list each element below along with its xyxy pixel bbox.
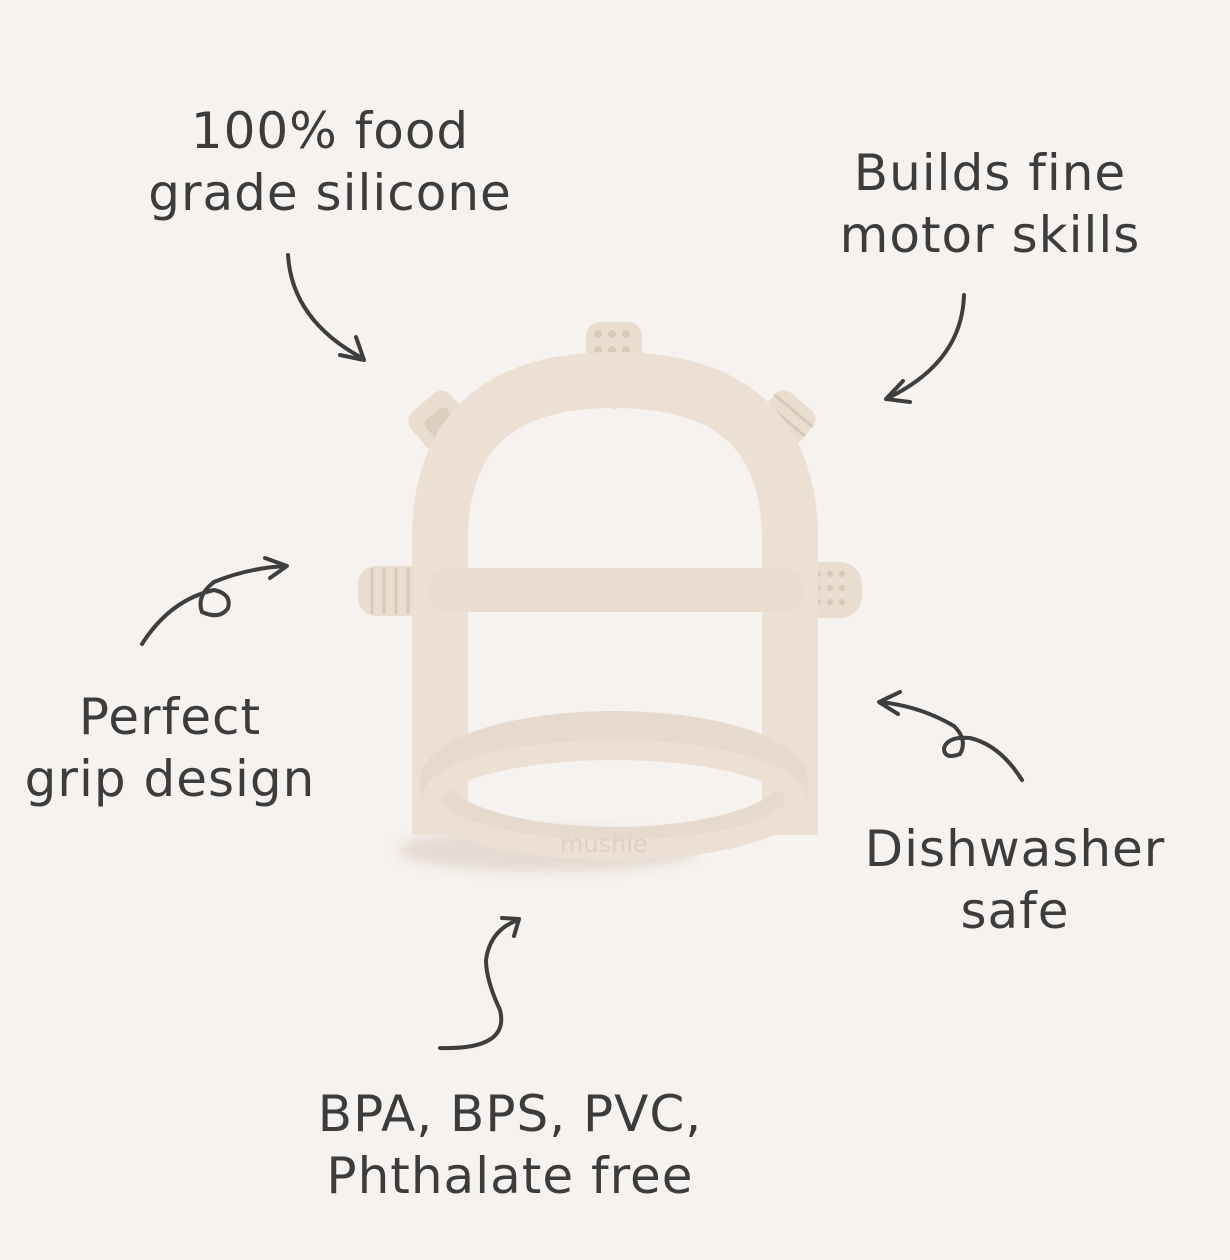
brand-emboss: mushie [560,830,648,858]
feature-line: Phthalate free [326,1147,694,1205]
teether-crossbar [430,568,802,612]
feature-line: grip design [24,750,316,808]
feature-line: Builds fine [853,144,1127,202]
feature-food-grade-silicone: 100% food grade silicone [120,100,540,224]
arrow-bpa [438,916,521,1051]
feature-line: motor skills [839,206,1141,264]
feature-line: grade silicone [148,164,512,222]
arrow-silicone [286,253,366,362]
arrow-grip [140,556,289,646]
feature-line: Perfect [78,688,262,746]
arrows [140,253,1024,1051]
arrow-motor [884,293,966,404]
feature-line: safe [960,882,1070,940]
teether-product-image: mushie [358,322,862,860]
feature-line: Dishwasher [864,820,1166,878]
feature-perfect-grip: Perfect grip design [10,686,330,810]
arrow-dishwasher [877,690,1024,782]
feature-fine-motor-skills: Builds fine motor skills [810,142,1170,266]
feature-line: 100% food [190,102,470,160]
feature-line: BPA, BPS, PVC, [317,1085,703,1143]
feature-bpa-free: BPA, BPS, PVC, Phthalate free [250,1083,770,1207]
teether-arch [412,352,818,835]
feature-dishwasher-safe: Dishwasher safe [840,818,1190,942]
